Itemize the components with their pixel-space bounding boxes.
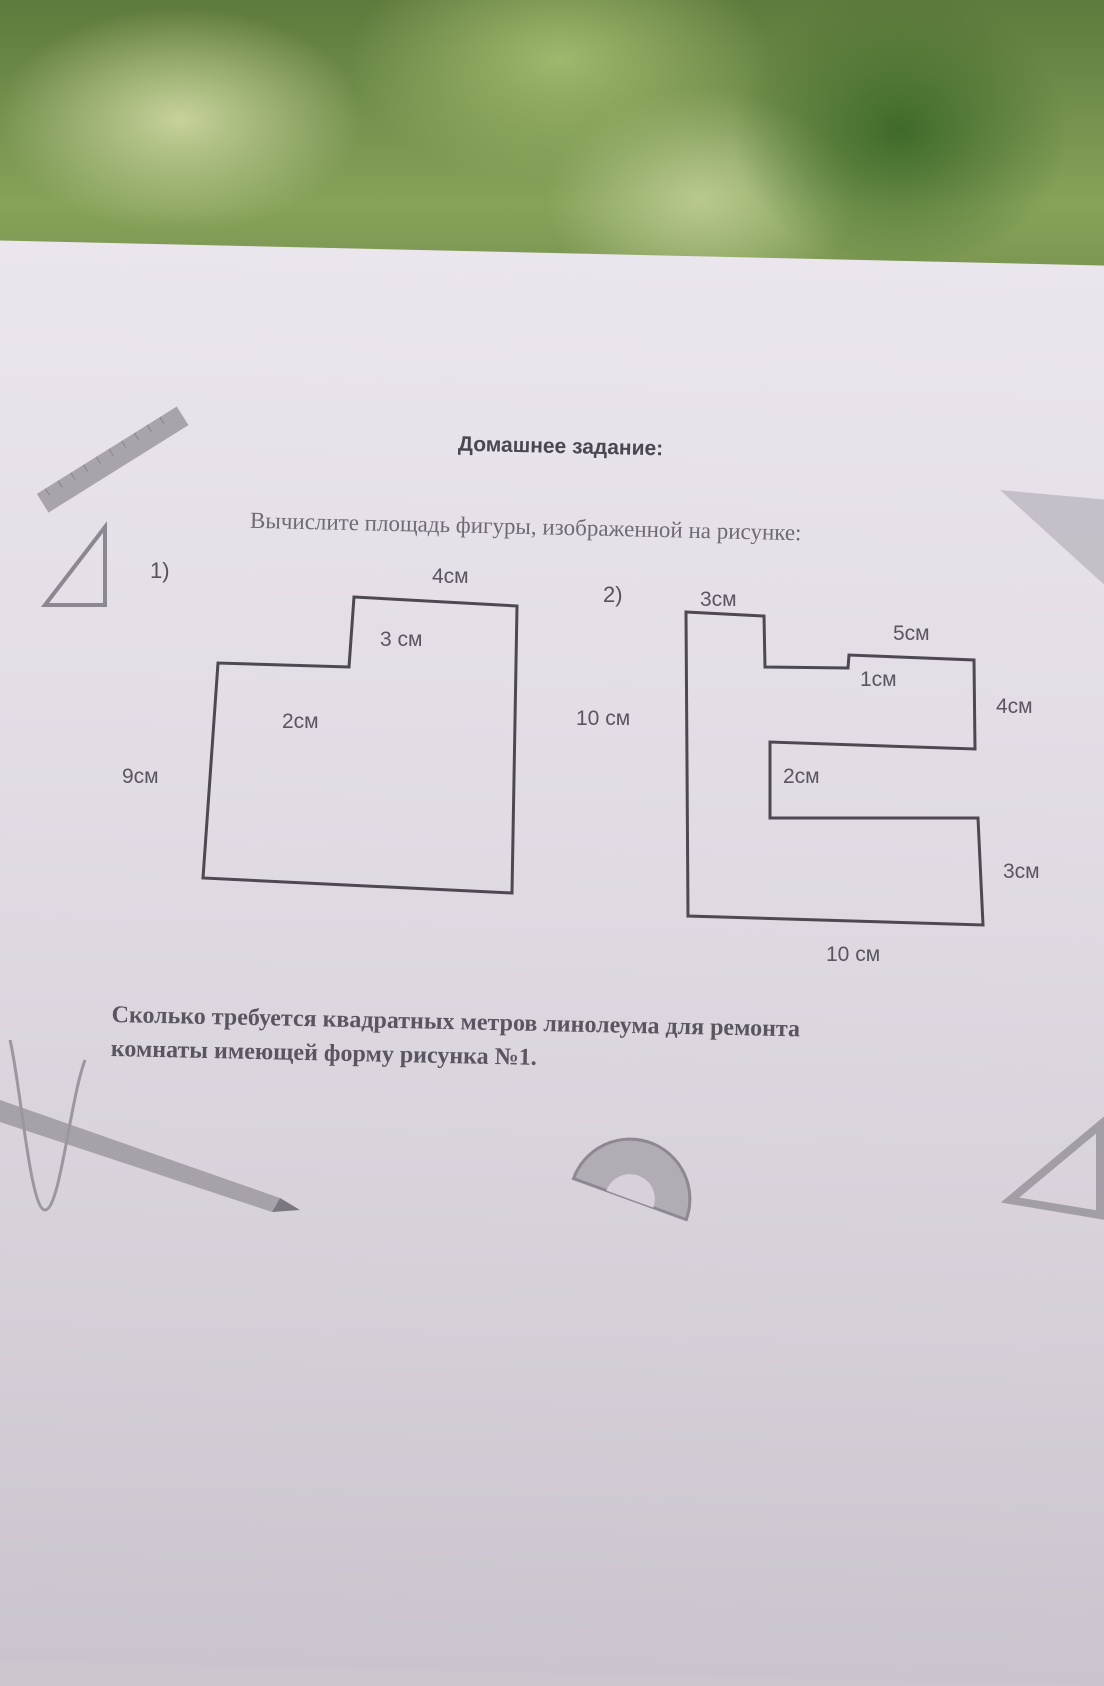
set-square-icon xyxy=(1000,1116,1104,1220)
figure-2-shape xyxy=(684,610,985,927)
figure-1-shape xyxy=(201,595,519,895)
figure-2-label-notch: 1см xyxy=(860,668,897,691)
figure-1-label-left: 9см xyxy=(122,765,159,788)
figures-drawing xyxy=(201,595,985,927)
figure-2-label-lower-notch: 2см xyxy=(783,765,820,788)
question-text: Сколько требуется квадратных метров лино… xyxy=(111,998,801,1080)
set-square-icon xyxy=(1000,490,1104,585)
figure-1-number: 1) xyxy=(150,558,170,583)
figure-2-label-left: 10 см xyxy=(576,707,631,730)
protractor-icon xyxy=(571,1137,692,1222)
figure-2-number: 2) xyxy=(603,582,623,607)
figure-1-label-mid: 2см xyxy=(282,710,319,733)
ruler-icon xyxy=(36,406,189,513)
figure-2-label-top-left: 3см xyxy=(700,588,737,611)
figure-2-label-bottom: 10 см xyxy=(826,943,881,966)
figure-1-label-top: 4см xyxy=(432,565,469,588)
figure-2-label-top-right: 5см xyxy=(893,622,930,645)
triangle-icon xyxy=(40,521,107,607)
sine-wave-icon xyxy=(8,1040,87,1212)
figure-1-label-step: 3 см xyxy=(380,628,423,651)
figure-2-label-right-lower: 3см xyxy=(1003,860,1040,883)
figure-2-label-right-upper: 4см xyxy=(996,695,1033,718)
